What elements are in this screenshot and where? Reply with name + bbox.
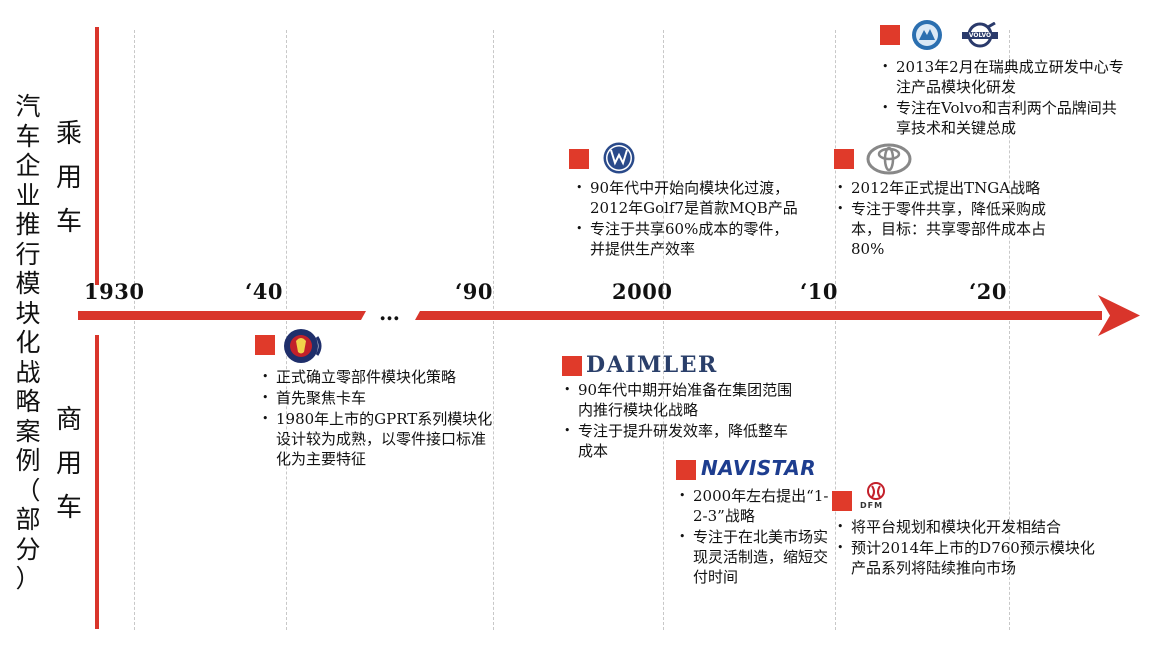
- slide-title: 汽车企 业推行 模块化 战略案 例（部 分）: [15, 92, 41, 593]
- gridline-10: [835, 30, 836, 630]
- bullet-item: 1980年上市的GPRT系列模块化设计较为成熟，以零件接口标准化为主要特征: [258, 409, 498, 469]
- bullet-item: 专注于提升研发效率，降低整车成本: [560, 421, 800, 461]
- bullet-item: 专注在Volvo和吉利两个品牌间共享技术和关键总成: [878, 98, 1130, 138]
- gridline-90: [493, 30, 494, 630]
- entry-navistar: 2000年左右提出“1-2-3”战略 专注于在北美市场实现灵活制造，缩短交付时间: [675, 486, 833, 588]
- scania-logo-icon: [284, 329, 322, 363]
- marker-square: [832, 491, 852, 511]
- bullet-item: 首先聚焦卡车: [258, 388, 498, 408]
- upper-axis-line: [95, 27, 99, 285]
- geely-logo-icon: [912, 20, 942, 50]
- marker-square: [834, 149, 854, 169]
- year-90: ‘90: [455, 279, 494, 304]
- year-40: ‘40: [245, 279, 284, 304]
- entry-toyota: 2012年正式提出TNGA战略 专注于零件共享，降低采购成本，目标：共享零部件成…: [833, 178, 1075, 260]
- category-commercial: 商 用 车: [55, 405, 82, 523]
- toyota-logo-icon: [866, 143, 912, 175]
- gridline-20: [1009, 30, 1010, 630]
- bullet-item: 正式确立零部件模块化策略: [258, 367, 498, 387]
- navistar-logo: NAVISTAR: [701, 456, 817, 480]
- timeline-segment-left: [78, 311, 366, 320]
- marker-square: [676, 460, 696, 480]
- entry-vw: 90年代中开始向模块化过渡，2012年Golf7是首款MQB产品 专注于共享60…: [572, 178, 802, 260]
- bullet-item: 2012年正式提出TNGA战略: [833, 178, 1075, 198]
- bullet-item: 将平台规划和模块化开发相结合: [833, 517, 1108, 537]
- entry-geely-volvo: 2013年2月在瑞典成立研发中心专注产品模块化研发 专注在Volvo和吉利两个品…: [878, 57, 1130, 139]
- bullet-item: 2013年2月在瑞典成立研发中心专注产品模块化研发: [878, 57, 1130, 97]
- bullet-item: 预计2014年上市的D760预示模块化产品系列将陆续推向市场: [833, 538, 1108, 578]
- bullet-item: 专注于零件共享，降低采购成本，目标：共享零部件成本占80%: [833, 199, 1075, 259]
- marker-square: [569, 149, 589, 169]
- arrow-head: [1098, 295, 1140, 336]
- bullet-item: 90年代中开始向模块化过渡，2012年Golf7是首款MQB产品: [572, 178, 802, 218]
- vw-logo-icon: [603, 142, 635, 174]
- marker-square: [880, 25, 900, 45]
- bullet-item: 专注于共享60%成本的零件，并提供生产效率: [572, 219, 802, 259]
- marker-square: [562, 356, 582, 376]
- year-10: ‘10: [800, 279, 839, 304]
- timeline-segment-right: [415, 311, 1102, 320]
- year-2000: 2000: [612, 279, 673, 304]
- volvo-logo-icon: VOLVO: [962, 22, 998, 48]
- daimler-logo: DAIMLER: [586, 352, 718, 378]
- gridline-40: [286, 30, 287, 630]
- bullet-item: 专注于在北美市场实现灵活制造，缩短交付时间: [675, 527, 833, 587]
- entry-scania: 正式确立零部件模块化策略 首先聚焦卡车 1980年上市的GPRT系列模块化设计较…: [258, 367, 498, 470]
- bullet-item: 90年代中期开始准备在集团范围内推行模块化战略: [560, 380, 800, 420]
- volvo-logo-text: VOLVO: [968, 32, 992, 39]
- year-ellipsis: …: [379, 300, 401, 325]
- gridline-1930: [134, 30, 135, 630]
- dfm-logo-text: DFM: [860, 501, 884, 510]
- gridline-2000: [663, 30, 664, 630]
- dfm-logo-icon: [867, 482, 885, 500]
- year-1930: 1930: [84, 279, 145, 304]
- bullet-item: 2000年左右提出“1-2-3”战略: [675, 486, 833, 526]
- lower-axis-line: [95, 335, 99, 629]
- entry-daimler: 90年代中期开始准备在集团范围内推行模块化战略 专注于提升研发效率，降低整车成本: [560, 380, 800, 462]
- year-20: ‘20: [969, 279, 1008, 304]
- entry-dfm: 将平台规划和模块化开发相结合 预计2014年上市的D760预示模块化产品系列将陆…: [833, 517, 1108, 579]
- marker-square: [255, 335, 275, 355]
- category-passenger: 乘 用 车: [55, 119, 82, 237]
